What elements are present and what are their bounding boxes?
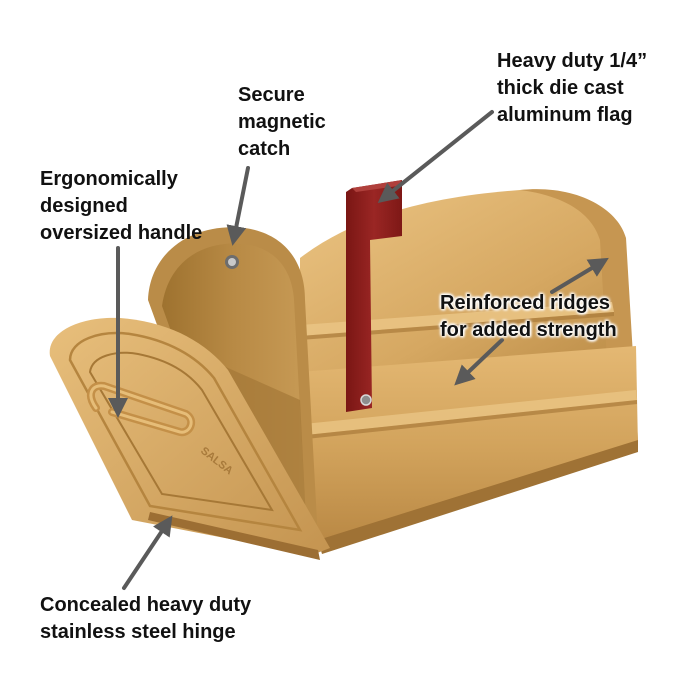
magnetic-catch bbox=[225, 255, 239, 269]
ridge-lower-shadow bbox=[306, 400, 637, 439]
flag-callout: Heavy duty 1/4” thick die cast aluminum … bbox=[497, 48, 647, 129]
catch-callout: Secure magnetic catch bbox=[238, 82, 326, 163]
ridge-upper bbox=[300, 302, 614, 336]
hinge-callout: Concealed heavy duty stainless steel hin… bbox=[40, 592, 251, 646]
handle-callout-line: Ergonomically bbox=[40, 168, 178, 190]
ridges-callout-line: Reinforced ridges bbox=[440, 292, 611, 314]
catch-callout-line: Secure bbox=[238, 84, 305, 106]
handle-callout-line: oversized handle bbox=[40, 222, 203, 244]
hinge-callout-line: Concealed heavy duty bbox=[40, 594, 252, 616]
hinge-callout-line: stainless steel hinge bbox=[40, 621, 236, 643]
catch-callout-line: catch bbox=[238, 138, 291, 160]
ridge-lower bbox=[304, 390, 637, 435]
flag-pivot-bolt bbox=[360, 394, 372, 406]
ridges-callout-line: for added strength bbox=[440, 319, 617, 341]
handle-callout: Ergonomically designed oversized handle bbox=[40, 166, 202, 247]
catch-callout-line: magnetic bbox=[238, 111, 326, 133]
ridges-arrow-upper bbox=[550, 257, 609, 294]
flag-arrow bbox=[377, 110, 494, 203]
handle-callout-line: designed bbox=[40, 195, 128, 217]
catch-arrow bbox=[226, 166, 250, 246]
ridges-callout: Reinforced ridges for added strength bbox=[440, 290, 617, 344]
ridge-upper-shadow bbox=[300, 312, 614, 340]
flag-callout-line: Heavy duty 1/4” bbox=[497, 50, 648, 72]
callout-arrows bbox=[108, 110, 609, 590]
ridges-arrow-lower bbox=[454, 338, 504, 386]
hinge bbox=[148, 512, 320, 560]
flag-callout-line: aluminum flag bbox=[497, 104, 633, 126]
hinge-arrow bbox=[122, 515, 173, 590]
flag-callout-line: thick die cast bbox=[497, 77, 624, 99]
